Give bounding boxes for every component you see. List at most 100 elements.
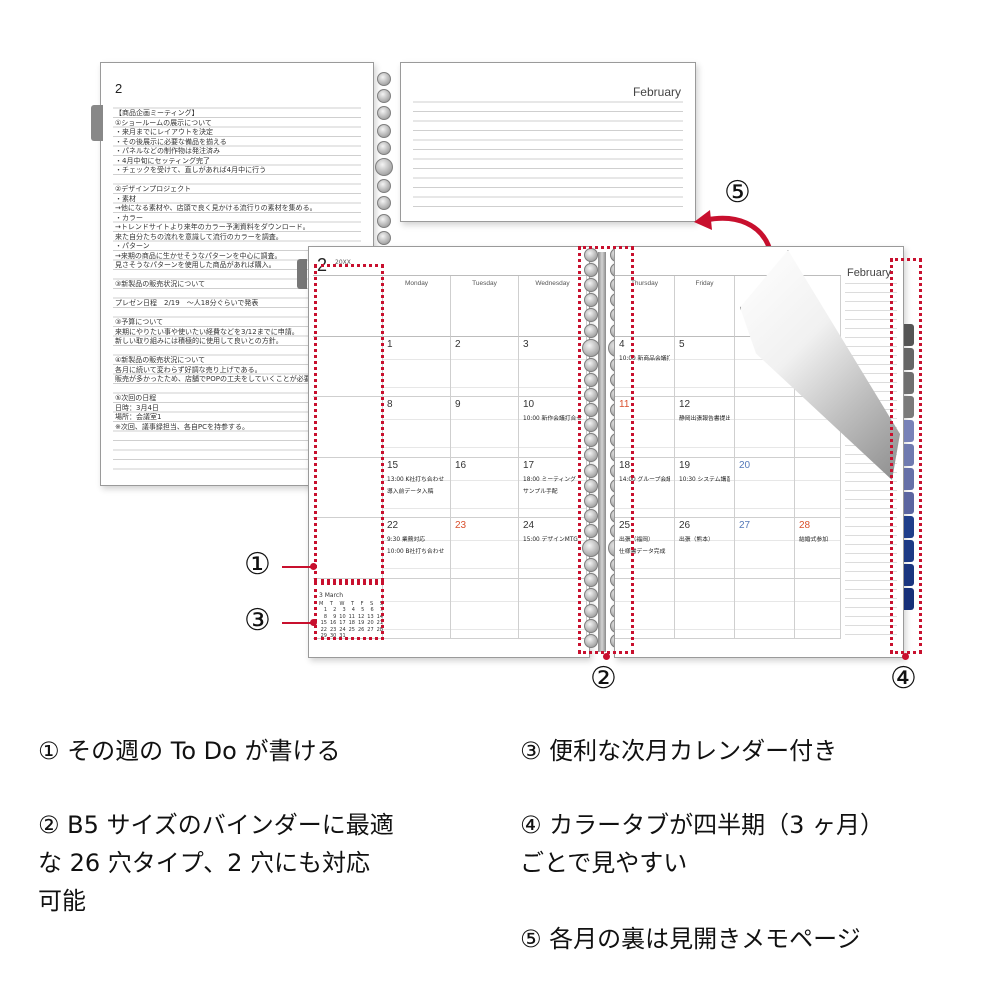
binder-ring-icon <box>584 308 598 323</box>
day-number: 3 <box>523 338 529 350</box>
weekday-label: Thursday <box>630 280 659 287</box>
mini-date: 25 <box>348 626 355 633</box>
day-number: 26 <box>679 520 691 531</box>
caption-1: ① その週の To Do が書ける <box>38 737 341 765</box>
mini-date: 5 <box>361 607 365 613</box>
mini-date: 20 <box>367 620 374 626</box>
schedule-entry: 9:30 業務対応 <box>387 537 426 543</box>
month-tab <box>904 468 914 490</box>
schedule-entry: 10:30 システム講習 <box>679 476 730 483</box>
note-line: →トレンドサイトより来年のカラー予測資料をダウンロード。 <box>115 223 310 231</box>
ruled-lines <box>413 93 683 213</box>
binder-ring-icon <box>375 157 393 176</box>
note-line: ・カラー <box>115 213 143 222</box>
marker-3: ③ <box>244 603 271 638</box>
tabs-highlight-box <box>890 258 922 654</box>
day-number: 23 <box>455 520 467 531</box>
day-cell: 410:00 新商品会議打合せ <box>615 336 675 397</box>
mini-date: 27 <box>367 626 374 633</box>
binder-ring-icon <box>584 418 598 433</box>
binder-ring-icon <box>584 558 598 573</box>
day-number: 25 <box>619 520 631 531</box>
note-line: ※次回、議事録担当、各自PCを持参する。 <box>115 422 249 431</box>
memo-page-number: 2 <box>115 81 123 96</box>
month-tab <box>904 540 914 562</box>
mini-date: 31 <box>339 633 346 639</box>
todo-highlight-box <box>314 264 384 582</box>
note-line <box>115 176 365 186</box>
note-line: ③新製品の販売状況について <box>115 280 206 288</box>
marker-5: ⑤ <box>724 175 751 210</box>
month-tab <box>904 372 914 394</box>
binder-ring-icon <box>582 338 600 357</box>
caption-2-line-3: 可能 <box>38 887 86 915</box>
note-line: ・その後展示に必要な備品を揃える <box>115 137 227 146</box>
binder-ring-icon <box>377 123 391 138</box>
weekday-header: Tuesday <box>451 276 519 337</box>
day-number: 1 <box>387 338 393 350</box>
binder-rings <box>582 248 600 648</box>
binder-ring-icon <box>584 633 598 648</box>
day-number: 27 <box>739 520 751 531</box>
binder-ring-icon <box>584 508 598 523</box>
binder-ring-icon <box>584 263 598 278</box>
callout-dot <box>603 653 610 660</box>
mini-calendar-highlight-box <box>314 582 384 640</box>
weekday-header: Thursday <box>615 276 675 337</box>
index-tab <box>91 105 103 141</box>
mini-date: 22 <box>320 626 327 633</box>
callout-dot <box>310 563 317 570</box>
day-cell: 27 <box>735 518 795 579</box>
day-cell: 5 <box>675 336 735 397</box>
caption-2-line-1: ② B5 サイズのバインダーに最適 <box>38 811 394 839</box>
month-tab <box>904 444 914 466</box>
mini-date: 30 <box>329 633 337 639</box>
day-cell <box>615 578 675 639</box>
note-line: ・チェックを受けて、直しがあれば4月中に行う <box>115 166 267 174</box>
binder-ring-icon <box>584 588 598 603</box>
weekday-label: Wednesday <box>535 280 570 287</box>
note-line: →他になる素材や、店頭で良く見かける流行りの素材を集める。 <box>115 204 317 212</box>
note-line: ③予算について <box>115 318 164 326</box>
day-number: 18 <box>619 459 631 471</box>
binder-ring-icon <box>584 357 598 372</box>
mini-date: 15 <box>320 620 327 626</box>
mini-date: 21 <box>376 620 383 626</box>
weekday-header: Wednesday <box>519 276 587 337</box>
year-label: 20XX <box>335 259 351 266</box>
note-line: 【商品企画ミーティング】 <box>115 109 199 117</box>
note-line: 新しい取り組みには積極的に使用して良いとの方針。 <box>115 337 283 345</box>
note-line: 見さそうなパターンを使用した商品があれば購入。 <box>115 261 276 269</box>
note-line: ④新製品の販売状況について <box>115 356 206 364</box>
month-tab <box>904 516 914 538</box>
day-cell: 2 <box>451 336 519 397</box>
mini-date: 8 <box>323 613 327 620</box>
callout-dot <box>902 653 909 660</box>
note-line: プレゼン日程 2/19 〜人18分ぐらいで発表 <box>115 299 259 307</box>
month-tab <box>904 396 914 418</box>
schedule-entry: 10:00 B社打ち合わせ <box>387 549 445 555</box>
mini-date: 11 <box>348 613 355 620</box>
note-line: ・素材 <box>115 194 136 203</box>
day-number: 2 <box>455 338 461 350</box>
schedule-entry: 15:00 デザインMTG <box>523 537 578 543</box>
day-cell <box>795 457 841 518</box>
day-cell <box>735 578 795 639</box>
handwritten-notes: 【商品企画ミーティング】①ショールームの展示について・来月までにレイアウトを決定… <box>115 109 365 432</box>
day-number: 10 <box>523 399 535 410</box>
mini-date: 12 <box>357 613 365 620</box>
mini-date: 1 <box>323 607 327 613</box>
month-tab <box>904 492 914 514</box>
binder-spine <box>598 252 606 652</box>
binder-ring-icon <box>584 372 598 387</box>
binder-ring-icon <box>377 213 391 228</box>
day-number: 22 <box>387 520 399 531</box>
